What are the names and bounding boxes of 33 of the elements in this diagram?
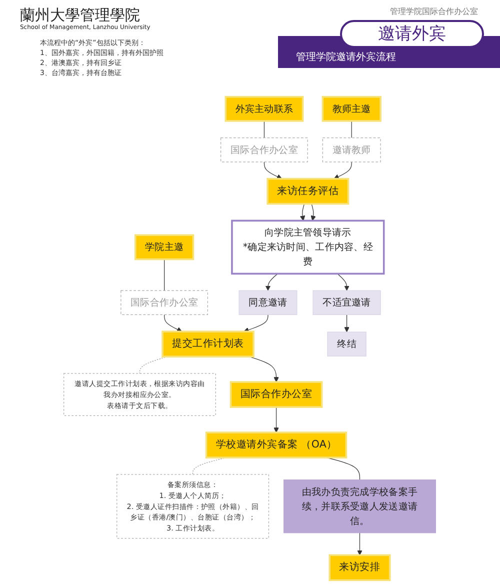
connector	[264, 120, 265, 138]
node-box: 教师主邀	[322, 96, 382, 122]
node-box: 同意邀请	[239, 290, 298, 315]
node-box: 邀请教师	[322, 138, 382, 162]
node-box: 来访任务评估	[266, 178, 350, 205]
node-box: 提交工作计划表	[162, 330, 255, 358]
office-name: 管理学院国际合作办公室	[390, 6, 478, 17]
arrow	[264, 162, 282, 180]
node-box: 由我办负责完成学校备案手续，并联系受邀人发送邀请信。	[284, 480, 436, 534]
arrow	[244, 314, 269, 332]
arrow	[344, 314, 350, 332]
arrow	[310, 204, 316, 221]
subtitle: 管理学院邀请外宾流程	[296, 50, 396, 64]
node-box: 学校邀请外宾备案 （OA）	[206, 432, 348, 458]
node-box: 外宾主动联系	[225, 96, 304, 122]
title: 邀请外宾	[340, 20, 484, 48]
connector	[164, 258, 165, 291]
node-box: 来访安排	[328, 554, 392, 582]
university-name: 蘭州大學管理學院	[20, 6, 140, 24]
arrow	[334, 162, 352, 180]
arrow	[164, 314, 182, 332]
node-box: 国际合作办公室	[120, 290, 208, 315]
arrow	[300, 204, 306, 221]
node-box: 不适宜邀请	[312, 290, 382, 315]
node-box: 国际合作办公室	[220, 138, 308, 162]
node-box: 终结	[327, 332, 367, 356]
node-box: 国际合作办公室	[230, 381, 323, 408]
arrow	[274, 406, 280, 433]
node-box: 向学院主管领导请示 *确定来访时间、工作内容、经费	[231, 220, 385, 275]
node-box: 学院主邀	[134, 234, 194, 260]
arrow	[266, 273, 278, 291]
arrow	[337, 273, 350, 291]
arrow	[357, 532, 363, 556]
